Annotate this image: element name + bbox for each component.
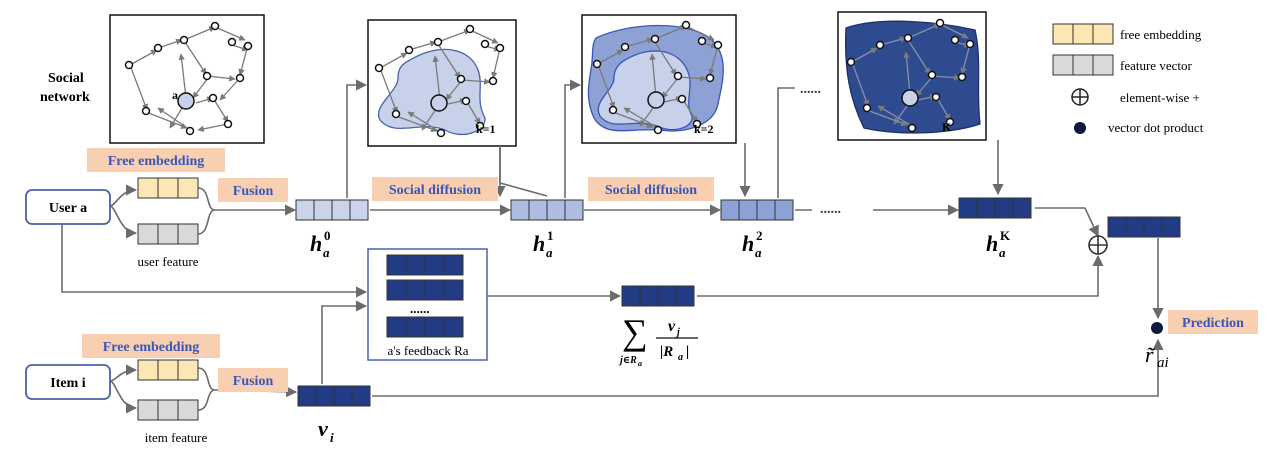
social-diffusion-tag-2: Social diffusion: [588, 177, 714, 201]
svg-text:Free embedding: Free embedding: [103, 340, 200, 355]
svg-text:Social diffusion: Social diffusion: [389, 183, 481, 198]
svg-text:j: j: [675, 327, 680, 338]
svg-text:a: a: [323, 245, 330, 260]
legend: free embedding feature vector element-wi…: [1052, 23, 1204, 135]
feedback-vector-2: [386, 279, 464, 301]
svg-text:a: a: [999, 245, 1006, 260]
feedback-sum-formula: ∑ j∈R a v j |R a |: [618, 312, 698, 368]
svg-text:|: |: [686, 344, 689, 360]
svg-text:v: v: [318, 416, 328, 441]
svg-text:h: h: [986, 231, 998, 256]
legend-feature-vector-swatch: [1052, 54, 1114, 76]
svg-text:1: 1: [547, 228, 554, 243]
fusion-tag-item: Fusion: [218, 368, 288, 392]
hK-symbol: h a K: [986, 228, 1011, 260]
feedback-vector-1: [386, 254, 464, 276]
social-diffusion-tag-1: Social diffusion: [372, 177, 498, 201]
legend-free-embedding-label: free embedding: [1120, 27, 1202, 42]
dot-product-icon: [1074, 122, 1086, 134]
hK-vector: [958, 197, 1032, 219]
svg-text:a: a: [546, 245, 553, 260]
social-network-label-line1: Social: [48, 71, 84, 86]
result-vector: [1107, 216, 1181, 238]
fusion-tag-user: Fusion: [218, 178, 288, 202]
item-feature-vector: [137, 399, 199, 421]
h0-symbol: h a 0: [310, 228, 331, 260]
svg-text:Fusion: Fusion: [233, 184, 274, 199]
element-wise-plus-icon: [1071, 88, 1089, 106]
legend-free-embedding-swatch: [1052, 23, 1114, 45]
svg-text:h: h: [742, 231, 754, 256]
svg-text:Social diffusion: Social diffusion: [605, 183, 697, 198]
free-embedding-tag-user: Free embedding: [87, 148, 225, 172]
graph-k2: k=2: [581, 14, 737, 144]
user-feature-label: user feature: [138, 254, 199, 269]
svg-text:v: v: [668, 318, 676, 335]
svg-text:i: i: [330, 430, 334, 445]
item-free-embedding-vector: [137, 359, 199, 381]
svg-text:ai: ai: [1157, 355, 1169, 371]
top-dots: ......: [800, 82, 821, 97]
h2-vector: [720, 199, 794, 221]
free-embedding-tag-item: Free embedding: [82, 334, 220, 358]
middle-dots: ......: [820, 202, 841, 217]
user-feature-vector: [137, 223, 199, 245]
feedback-sum-vector: [621, 285, 695, 307]
element-wise-plus-operator: [1088, 235, 1108, 255]
node-a-label: a: [172, 88, 178, 102]
svg-text:a: a: [638, 359, 642, 368]
h2-symbol: h a 2: [742, 228, 763, 260]
svg-text:|R: |R: [660, 344, 673, 360]
feedback-vector-3: [386, 316, 464, 338]
graph-kK: K: [837, 11, 987, 141]
svg-text:a: a: [755, 245, 762, 260]
svg-text:h: h: [310, 231, 322, 256]
h0-vector: [295, 199, 369, 221]
k1-label: k=1: [476, 122, 496, 136]
svg-text:r̃: r̃: [1145, 342, 1155, 367]
feedback-caption: a's feedback Ra: [387, 343, 468, 358]
svg-text:∑: ∑: [622, 312, 648, 352]
svg-text:a: a: [678, 352, 683, 363]
k2-label: k=2: [694, 122, 714, 136]
graph-k1: k=1: [367, 19, 517, 147]
vi-vector: [297, 385, 371, 407]
h1-symbol: h a 1: [533, 228, 554, 260]
dot-product-operator: [1151, 322, 1163, 334]
item-feature-label: item feature: [145, 430, 208, 445]
svg-text:Fusion: Fusion: [233, 374, 274, 389]
item-i-label: Item i: [50, 376, 85, 391]
feedback-dots: ......: [410, 301, 430, 316]
social-network-graph: a: [109, 14, 265, 144]
legend-dot-product-label: vector dot product: [1108, 120, 1204, 135]
svg-text:0: 0: [324, 228, 331, 243]
user-free-embedding-vector: [137, 177, 199, 199]
svg-text:K: K: [1000, 228, 1011, 243]
svg-text:h: h: [533, 231, 545, 256]
svg-text:2: 2: [756, 228, 763, 243]
legend-feature-vector-label: feature vector: [1120, 58, 1192, 73]
feedback-box: ...... a's feedback Ra: [367, 248, 488, 361]
h1-vector: [510, 199, 584, 221]
kK-label: K: [942, 120, 952, 134]
legend-element-wise-label: element-wise +: [1120, 90, 1200, 105]
user-a-box: User a: [25, 189, 111, 225]
item-i-box: Item i: [25, 364, 111, 400]
user-a-label: User a: [49, 201, 87, 216]
prediction-tag: Prediction: [1168, 310, 1258, 334]
user-a-node: [177, 92, 195, 110]
rating-symbol: r̃ ai: [1145, 342, 1169, 371]
svg-text:j∈R: j∈R: [618, 355, 637, 366]
svg-text:Free embedding: Free embedding: [108, 154, 205, 169]
social-network-label-line2: network: [40, 90, 90, 105]
vi-symbol: v i: [318, 416, 334, 445]
svg-text:Prediction: Prediction: [1182, 316, 1244, 331]
